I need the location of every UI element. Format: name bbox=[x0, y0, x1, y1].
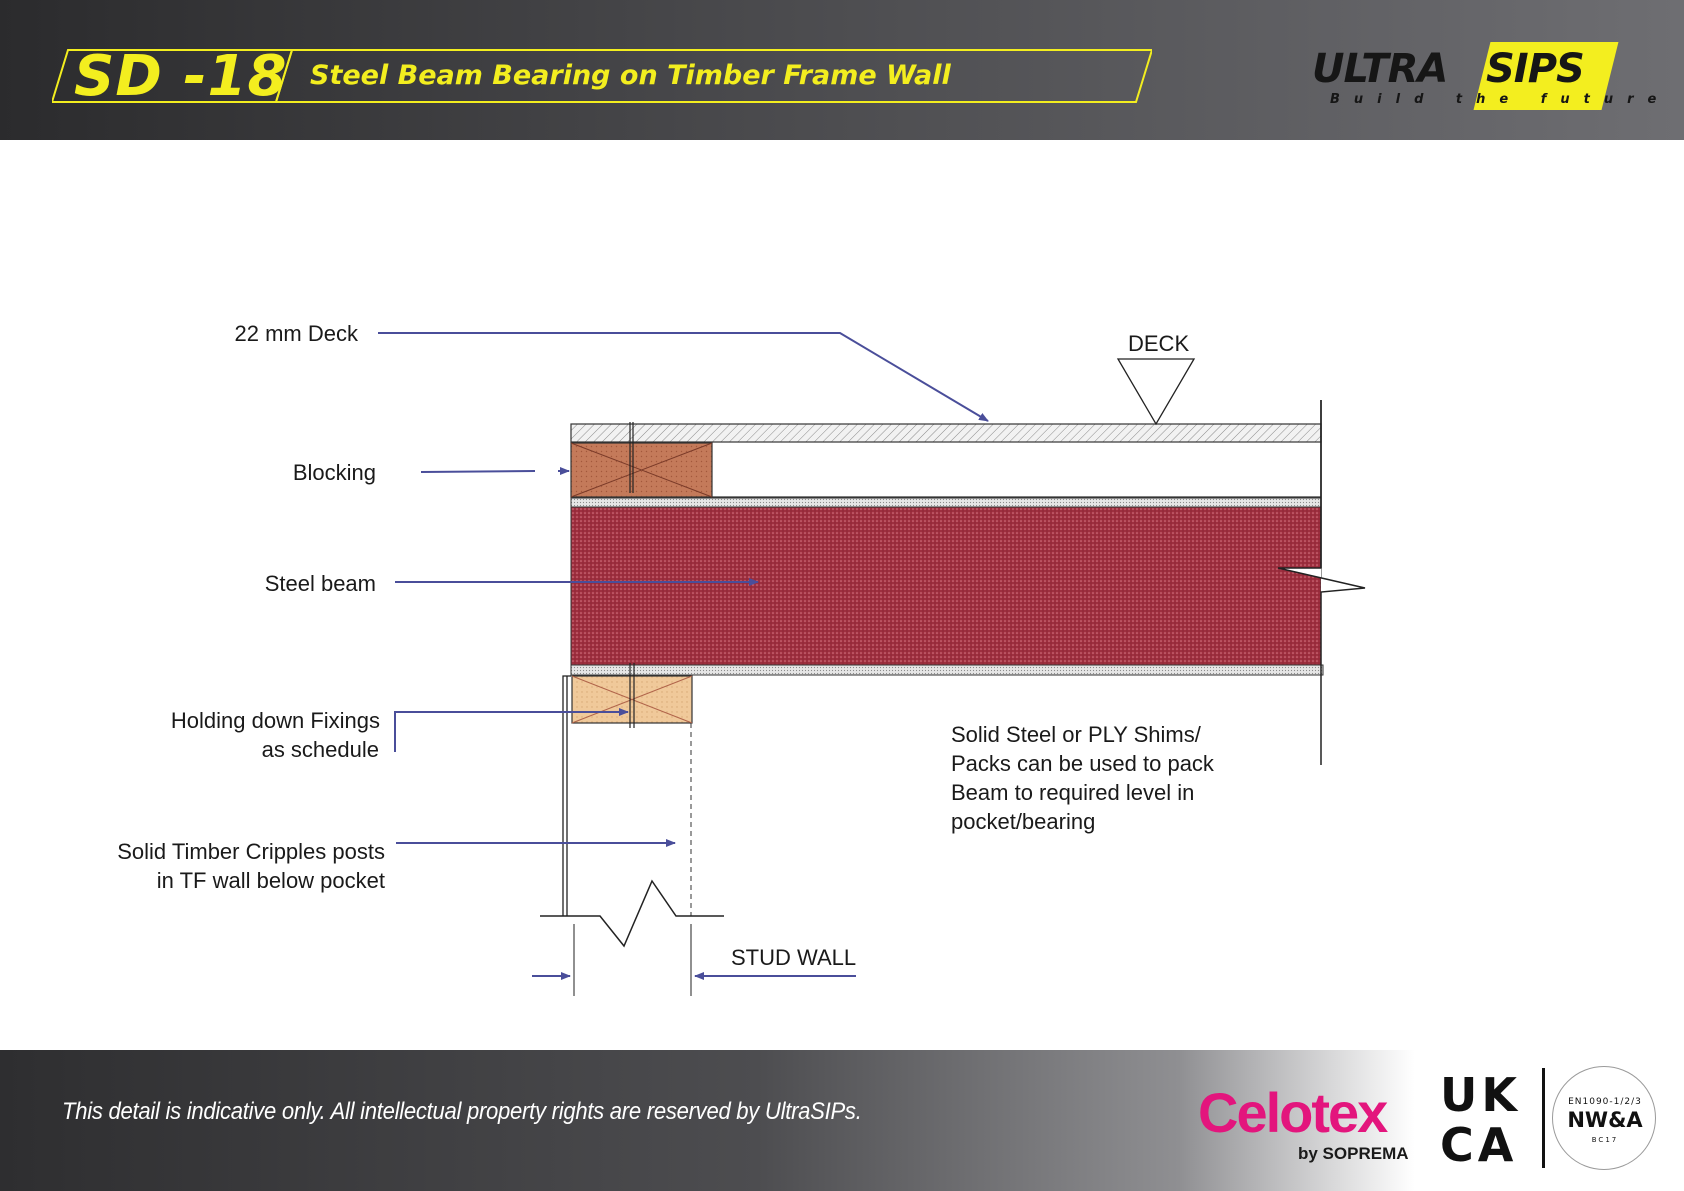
drawing-canvas bbox=[378, 332, 1382, 996]
logo-word-ultra: ULTRA bbox=[1312, 46, 1448, 92]
celotex-logo: Celotex bbox=[1198, 1081, 1388, 1144]
note-shims-line1: Solid Steel or PLY Shims/ bbox=[951, 722, 1201, 747]
holding-down-fixing bbox=[629, 663, 635, 728]
steel-beam bbox=[570, 506, 1322, 666]
note-shims-line3: Beam to required level in bbox=[951, 780, 1195, 805]
deck-board bbox=[570, 423, 1322, 443]
ukca-line1: UK bbox=[1440, 1068, 1521, 1122]
label-fixings-line2: as schedule bbox=[261, 737, 379, 762]
leader-fixings bbox=[394, 708, 629, 752]
section-drawing: 22 mm Deck Blocking Steel beam Holding d… bbox=[0, 140, 1684, 1050]
header-bar: SD -18 Steel Beam Bearing on Timber Fram… bbox=[0, 0, 1684, 140]
label-steel-beam: Steel beam bbox=[264, 571, 376, 596]
beam-bottom-flange bbox=[570, 664, 1324, 676]
timber-packer bbox=[571, 675, 693, 724]
soprema-logo: by SOPREMA bbox=[1298, 1144, 1409, 1163]
label-cripples-line2: in TF wall below pocket bbox=[156, 868, 385, 893]
blocking-nail bbox=[629, 422, 634, 493]
label-deck-level: DECK bbox=[1128, 331, 1190, 356]
label-cripples-line1: Solid Timber Cripples posts bbox=[117, 839, 385, 864]
logo-word-sips: SIPS bbox=[1486, 46, 1585, 92]
nwa-cert-standard: EN1090-1/2/3 bbox=[1568, 1097, 1642, 1107]
leader-deck bbox=[378, 332, 989, 422]
deck-level-marker bbox=[1116, 358, 1196, 426]
label-deck-thickness: 22 mm Deck bbox=[234, 321, 358, 346]
note-shims-line4: pocket/bearing bbox=[951, 809, 1096, 834]
blocking-timber bbox=[570, 442, 713, 498]
leader-blocking bbox=[420, 470, 536, 473]
beam-top-flange bbox=[570, 497, 1322, 508]
ultrasips-logo: ULTRA SIPS Build the future bbox=[1312, 42, 1656, 112]
nwa-cert-name: NW&A bbox=[1567, 1108, 1643, 1132]
ukca-mark: UK CA bbox=[1440, 1070, 1524, 1170]
label-blocking: Blocking bbox=[292, 460, 376, 485]
label-stud-wall: STUD WALL bbox=[731, 945, 857, 970]
footer-bar: This detail is indicative only. All inte… bbox=[0, 1050, 1684, 1191]
label-fixings-line1: Holding down Fixings bbox=[170, 708, 380, 733]
nwa-cert-badge bbox=[1552, 1066, 1656, 1170]
nwa-cert-code: BC17 bbox=[1591, 1136, 1619, 1144]
detail-code: SD -18 bbox=[74, 44, 288, 109]
stud-wall bbox=[540, 675, 724, 996]
title-frame bbox=[52, 49, 1152, 103]
logo-tagline: Build the future bbox=[1330, 92, 1671, 107]
disclaimer-text: This detail is indicative only. All inte… bbox=[62, 1098, 862, 1125]
note-shims-line2: Packs can be used to pack bbox=[951, 751, 1214, 776]
ukca-line2: CA bbox=[1440, 1118, 1518, 1172]
detail-title: Steel Beam Bearing on Timber Frame Wall bbox=[310, 60, 951, 91]
ukca-divider bbox=[1542, 1068, 1545, 1168]
